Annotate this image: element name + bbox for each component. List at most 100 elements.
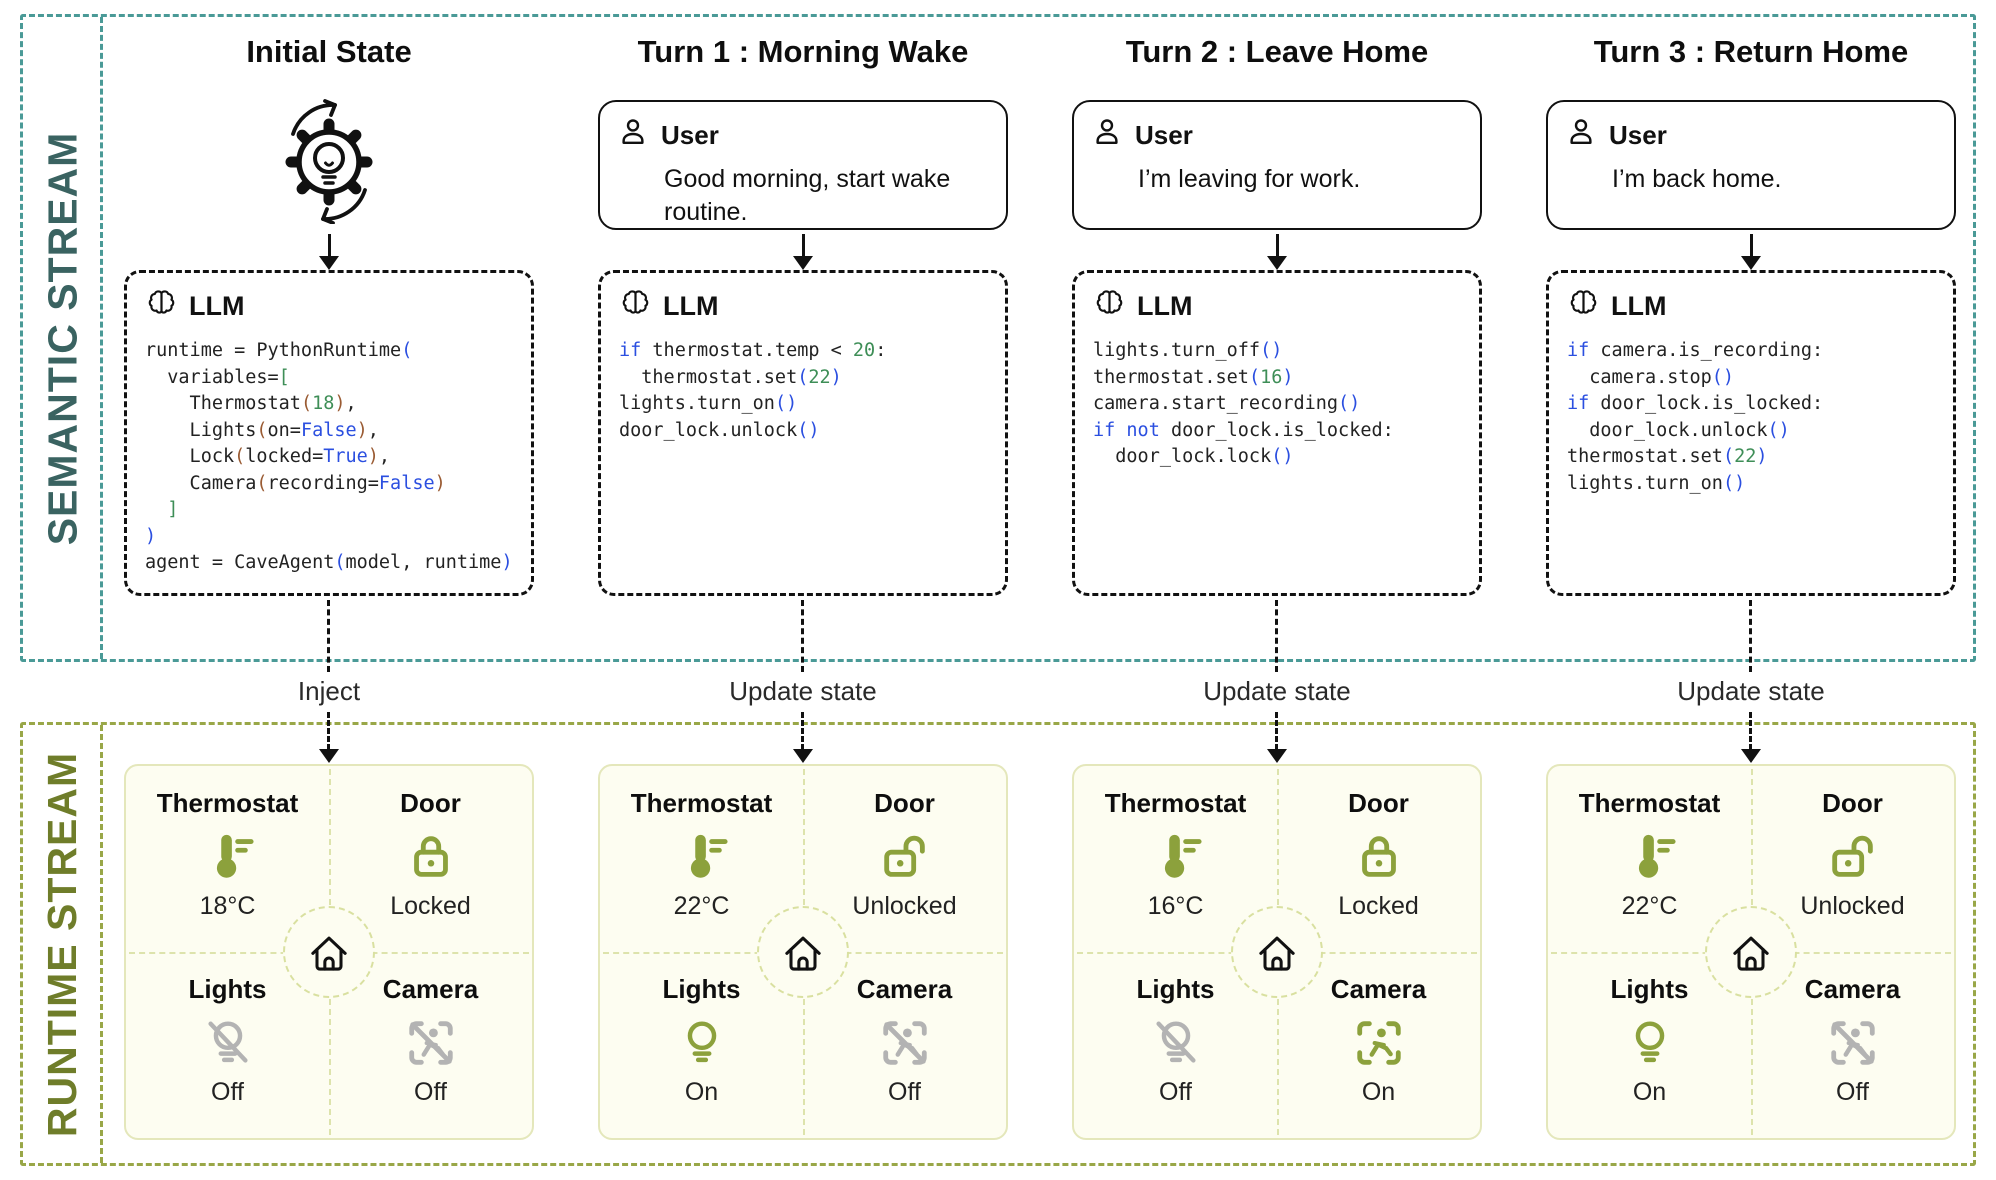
- camera-quadrant: Camera Off: [803, 952, 1006, 1138]
- device-value: 22°C: [673, 892, 730, 920]
- brain-icon: [1093, 288, 1126, 325]
- device-label: Thermostat: [630, 788, 773, 818]
- device-value: Off: [211, 1078, 244, 1106]
- camera-off-icon: [1826, 1014, 1880, 1072]
- device-value: Off: [1159, 1078, 1192, 1106]
- camera-on-icon: [1352, 1014, 1406, 1072]
- thermostat-quadrant: Thermostat 18°C: [126, 766, 329, 952]
- connector-label: Inject: [297, 676, 361, 706]
- stream-connector: [1275, 600, 1278, 672]
- down-arrowhead: [1741, 749, 1761, 763]
- lock-closed-icon: [404, 828, 458, 886]
- runtime-stream-label: RUNTIME STREAM: [39, 751, 86, 1137]
- thermometer-icon: [675, 828, 729, 886]
- semantic-band-divider: [100, 17, 103, 659]
- device-label: Thermostat: [1104, 788, 1247, 818]
- device-value: On: [1361, 1078, 1396, 1106]
- llm-label: LLM: [1611, 291, 1667, 321]
- device-value: 18°C: [199, 892, 256, 920]
- device-value: Unlocked: [852, 892, 957, 920]
- lights-quadrant: Lights On: [600, 952, 803, 1138]
- down-arrowhead: [1267, 256, 1287, 270]
- user-icon: [1092, 117, 1122, 154]
- device-value: Locked: [390, 892, 471, 920]
- door-quadrant: Door Locked: [1277, 766, 1480, 952]
- device-label: Door: [1348, 788, 1409, 818]
- gear-lightbulb-icon: [263, 92, 395, 225]
- camera-off-icon: [878, 1014, 932, 1072]
- user-label: User: [1609, 120, 1667, 150]
- thermostat-quadrant: Thermostat 22°C: [600, 766, 803, 952]
- brain-icon: [619, 288, 652, 325]
- down-arrowhead: [793, 256, 813, 270]
- llm-box: LLM if thermostat.temp < 20: thermostat.…: [598, 270, 1008, 596]
- user-message: I’m back home.: [1612, 165, 1782, 193]
- stream-connector: [327, 600, 330, 672]
- device-label: Door: [874, 788, 935, 818]
- home-icon: [283, 906, 375, 998]
- lock-closed-icon: [1352, 828, 1406, 886]
- home-icon: [1705, 906, 1797, 998]
- home-state-card: Thermostat 22°C Door Unlocked Lights On …: [598, 764, 1008, 1140]
- lights-quadrant: Lights Off: [1074, 952, 1277, 1138]
- bulb-on-icon: [675, 1014, 729, 1072]
- device-label: Lights: [662, 974, 741, 1004]
- device-value: Unlocked: [1800, 892, 1905, 920]
- user-label: User: [661, 120, 719, 150]
- llm-box: LLM runtime = PythonRuntime( variables=[…: [124, 270, 534, 596]
- thermometer-icon: [1149, 828, 1203, 886]
- device-label: Thermostat: [1578, 788, 1721, 818]
- bulb-off-icon: [201, 1014, 255, 1072]
- user-label: User: [1135, 120, 1193, 150]
- device-value: Off: [1836, 1078, 1869, 1106]
- llm-code: runtime = PythonRuntime( variables=[ The…: [145, 340, 513, 573]
- user-icon: [1566, 117, 1596, 154]
- home-icon: [1231, 906, 1323, 998]
- stream-connector: [1749, 712, 1752, 750]
- user-message-box: User Good morning, start wake routine.: [598, 100, 1008, 230]
- stream-connector: [327, 712, 330, 750]
- brain-icon: [1567, 288, 1600, 325]
- device-value: Off: [414, 1078, 447, 1106]
- lights-quadrant: Lights On: [1548, 952, 1751, 1138]
- column-turn-3: Turn 3 : Return Home User I’m back home.…: [1546, 0, 1956, 1180]
- runtime-stream-label-band: RUNTIME STREAM: [23, 725, 103, 1163]
- semantic-stream-label: SEMANTIC STREAM: [39, 131, 86, 545]
- device-label: Camera: [1804, 974, 1901, 1004]
- stream-connector: [801, 600, 804, 672]
- device-value: 16°C: [1147, 892, 1204, 920]
- brain-icon: [145, 288, 178, 325]
- down-arrowhead: [1267, 749, 1287, 763]
- down-arrowhead: [793, 749, 813, 763]
- device-label: Door: [1822, 788, 1883, 818]
- column-turn-2: Turn 2 : Leave Home User I’m leaving for…: [1072, 0, 1482, 1180]
- device-label: Lights: [1610, 974, 1689, 1004]
- stream-connector: [1275, 712, 1278, 750]
- device-label: Camera: [856, 974, 953, 1004]
- thermometer-icon: [201, 828, 255, 886]
- device-label: Camera: [1330, 974, 1427, 1004]
- llm-box: LLM lights.turn_off()thermostat.set(16)c…: [1072, 270, 1482, 596]
- llm-box: LLM if camera.is_recording: camera.stop(…: [1546, 270, 1956, 596]
- camera-quadrant: Camera On: [1277, 952, 1480, 1138]
- home-state-card: Thermostat 16°C Door Locked Lights Off C…: [1072, 764, 1482, 1140]
- semantic-stream-label-band: SEMANTIC STREAM: [23, 17, 103, 659]
- device-value: 22°C: [1621, 892, 1678, 920]
- llm-label: LLM: [1137, 291, 1193, 321]
- user-message: Good morning, start wake routine.: [664, 165, 951, 226]
- thermostat-quadrant: Thermostat 16°C: [1074, 766, 1277, 952]
- thermostat-quadrant: Thermostat 22°C: [1548, 766, 1751, 952]
- stream-connector: [801, 712, 804, 750]
- door-quadrant: Door Locked: [329, 766, 532, 952]
- llm-code: if camera.is_recording: camera.stop()if …: [1567, 340, 1824, 494]
- column-turn-1: Turn 1 : Morning Wake User Good morning,…: [598, 0, 1008, 1180]
- bulb-on-icon: [1623, 1014, 1677, 1072]
- connector-label: Update state: [729, 676, 877, 706]
- device-value: Locked: [1338, 892, 1419, 920]
- down-arrowhead: [1741, 256, 1761, 270]
- user-message-box: User I’m leaving for work.: [1072, 100, 1482, 230]
- llm-label: LLM: [189, 291, 245, 321]
- connector-label: Update state: [1677, 676, 1825, 706]
- home-state-card: Thermostat 22°C Door Unlocked Lights On …: [1546, 764, 1956, 1140]
